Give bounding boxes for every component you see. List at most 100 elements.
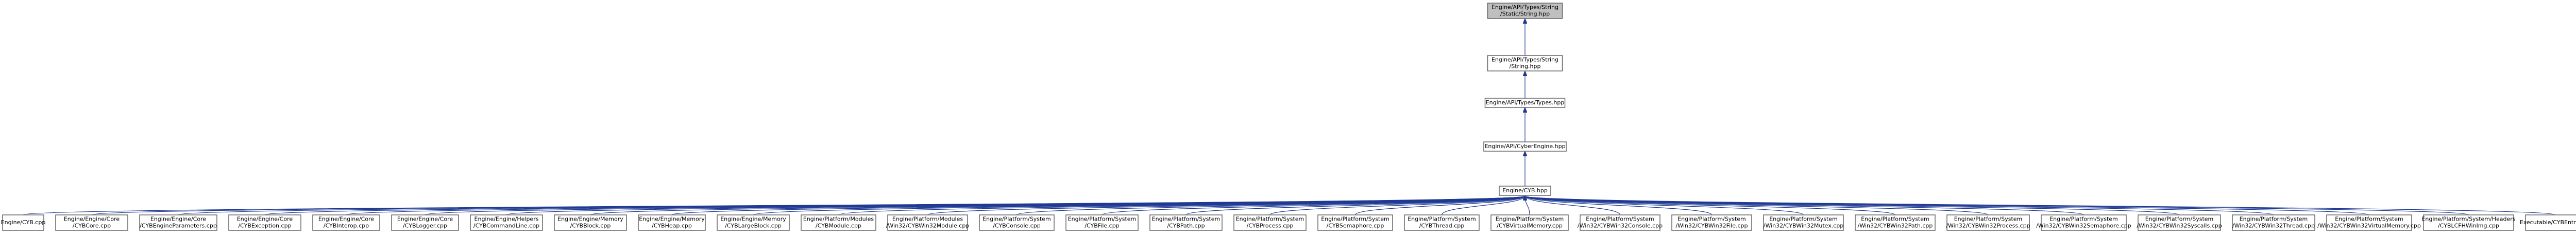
node-label: Engine/Platform/System — [1408, 216, 1476, 223]
graph-edges — [23, 19, 2556, 215]
graph-node[interactable]: Engine/API/Types/String/Static/String.hp… — [1487, 3, 1563, 19]
node-label: Engine/API/Types/String — [1492, 57, 1558, 63]
graph-node[interactable]: Engine/Platform/System/Win32/CYBWin32Pro… — [1946, 214, 2030, 231]
graph-edge — [1525, 196, 2084, 215]
node-label: Engine/Platform/System — [1321, 216, 1389, 223]
node-label: /CYBLogger.cpp — [403, 223, 447, 229]
graph-node[interactable]: Engine/Engine/Core/CYBEngineParameters.c… — [139, 214, 217, 231]
node-label: Engine/CYB.hpp — [1502, 187, 1548, 194]
node-label: /CYBConsole.cpp — [993, 223, 1040, 229]
graph-node[interactable]: Engine/Platform/System/CYBPath.cpp — [1149, 214, 1223, 231]
graph-node[interactable]: Executable/CYBEntry.cpp — [2520, 214, 2576, 231]
node-box — [312, 214, 380, 231]
graph-edge — [1525, 196, 2274, 215]
node-box — [2232, 214, 2315, 231]
node-label: Engine/Platform/System/Headers — [2421, 216, 2515, 223]
graph-node[interactable]: Engine/Engine/Core/CYBCore.cpp — [55, 214, 128, 231]
node-label: Engine/Engine/Core — [237, 216, 293, 223]
node-label: /Win32/CYBWin32Mutex.cpp — [1764, 223, 1843, 229]
node-box — [1580, 214, 1660, 231]
node-box — [391, 214, 459, 231]
graph-node[interactable]: Engine/Platform/System/CYBSemaphore.cpp — [1317, 214, 1393, 231]
node-label: /CYBSemaphore.cpp — [1327, 223, 1384, 229]
node-label: Engine/Platform/System — [2240, 216, 2308, 223]
graph-node[interactable]: Engine/Platform/System/Headers/CYBLCFHWi… — [2421, 214, 2516, 231]
graph-edge — [1525, 196, 1621, 215]
node-box — [1499, 186, 1551, 196]
node-box — [1404, 214, 1480, 231]
graph-node[interactable]: Engine/Platform/Modules/Win32/CYBWin32Mo… — [886, 214, 970, 231]
node-box — [2326, 214, 2412, 231]
node-label: /Win32/CYBWin32VirtualMemory.cpp — [2317, 223, 2421, 229]
node-label: /CYBEngineParameters.cpp — [140, 223, 217, 229]
graph-node[interactable]: Engine/Platform/System/CYBConsole.cpp — [979, 214, 1055, 231]
graph-edge — [1354, 196, 1526, 215]
graph-node[interactable]: Engine/API/CyberEngine.hpp — [1483, 141, 1567, 152]
node-label: /CYBLargeBlock.cpp — [725, 223, 782, 229]
node-label: Engine/Platform/System — [2145, 216, 2214, 223]
graph-node[interactable]: Engine/Platform/System/CYBThread.cpp — [1404, 214, 1480, 231]
graph-node[interactable]: Engine/Engine/Core/CYBException.cpp — [228, 214, 301, 231]
graph-edge — [1269, 196, 1525, 215]
graph-node[interactable]: Engine/Engine/Helpers/CYBCommandLine.cpp — [470, 214, 543, 231]
graph-edge — [1525, 196, 1713, 215]
node-label: Engine/Engine/Memory — [720, 216, 786, 223]
node-label: /CYBCommandLine.cpp — [473, 223, 539, 229]
node-label: Engine/Platform/System — [2049, 216, 2118, 223]
graph-edge — [264, 196, 1525, 215]
node-box — [2138, 214, 2221, 231]
graph-node[interactable]: Engine/CYB.cpp — [1, 214, 46, 231]
graph-node[interactable]: Engine/Platform/System/Win32/CYBWin32Pat… — [1855, 214, 1936, 231]
node-box — [2423, 214, 2514, 231]
node-label: /CYBThread.cpp — [1419, 223, 1464, 229]
graph-node[interactable]: Engine/Platform/System/CYBFile.cpp — [1065, 214, 1139, 231]
graph-edge — [1101, 196, 1525, 215]
node-label: /CYBCore.cpp — [73, 223, 111, 229]
node-label: /Win32/CYBWin32Process.cpp — [1946, 223, 2030, 229]
node-box — [1317, 214, 1393, 231]
graph-node[interactable]: Engine/CYB.hpp — [1499, 186, 1551, 196]
node-label: /Win32/CYBWin32Module.cpp — [886, 223, 970, 229]
node-label: /CYBException.cpp — [238, 223, 291, 229]
node-box — [1065, 214, 1139, 231]
node-label: Engine/Engine/Memory — [639, 216, 705, 223]
graph-node[interactable]: Engine/Platform/System/Win32/CYBWin32Mut… — [1763, 214, 1844, 231]
graph-node[interactable]: Engine/Engine/Memory/CYBBlock.cpp — [554, 214, 627, 231]
node-box — [228, 214, 301, 231]
node-label: Engine/Platform/System — [982, 216, 1051, 223]
node-box — [1484, 98, 1566, 108]
node-label: /Win32/CYBWin32Thread.cpp — [2232, 223, 2315, 229]
graph-node[interactable]: Engine/Platform/System/Win32/CYBWin32Sem… — [2036, 214, 2131, 231]
node-label: /CYBInterop.cpp — [324, 223, 369, 229]
node-label: /Win32/CYBWin32Path.cpp — [1858, 223, 1933, 229]
node-box — [2525, 214, 2576, 231]
graph-node[interactable]: Engine/Engine/Memory/CYBHeap.cpp — [638, 214, 706, 231]
node-label: /CYBPath.cpp — [1167, 223, 1205, 229]
graph-node[interactable]: Engine/Platform/System/CYBVirtualMemory.… — [1490, 214, 1569, 231]
node-label: /Win32/CYBWin32Semaphore.cpp — [2036, 223, 2131, 229]
graph-edge — [1525, 196, 1896, 215]
graph-node[interactable]: Engine/API/Types/String/String.hpp — [1487, 55, 1563, 71]
node-label: Engine/CYB.cpp — [1, 219, 46, 226]
node-box — [1855, 214, 1936, 231]
graph-node[interactable]: Engine/Platform/System/Win32/CYBWin32Vir… — [2317, 214, 2421, 231]
graph-node[interactable]: Engine/Platform/System/CYBProcess.cpp — [1233, 214, 1307, 231]
graph-node[interactable]: Engine/Engine/Core/CYBInterop.cpp — [312, 214, 380, 231]
node-label: Executable/CYBEntry.cpp — [2520, 219, 2576, 226]
graph-node[interactable]: Engine/Platform/System/Win32/CYBWin32Thr… — [2232, 214, 2315, 231]
node-box — [2, 214, 44, 231]
graph-node[interactable]: Engine/Platform/Modules/CYBModule.cpp — [801, 214, 876, 231]
node-box — [887, 214, 968, 231]
graph-node[interactable]: Engine/Platform/System/Win32/CYBWin32Con… — [1578, 214, 1663, 231]
node-box — [1487, 55, 1563, 71]
graph-node[interactable]: Engine/Engine/Memory/CYBLargeBlock.cpp — [717, 214, 790, 231]
node-label: Engine/Engine/Core — [64, 216, 120, 223]
graph-node[interactable]: Engine/Platform/System/Win32/CYBWin32Fil… — [1671, 214, 1752, 231]
node-label: /CYBProcess.cpp — [1247, 223, 1294, 229]
graph-node[interactable]: Engine/Engine/Core/CYBLogger.cpp — [391, 214, 459, 231]
graph-nodes: Engine/API/Types/String/Static/String.hp… — [1, 3, 2576, 231]
graph-node[interactable]: Engine/Platform/System/Win32/CYBWin32Sys… — [2137, 214, 2222, 231]
graph-node[interactable]: Engine/API/Types/Types.hpp — [1484, 98, 1566, 108]
node-label: Engine/API/Types/String — [1492, 4, 1558, 11]
